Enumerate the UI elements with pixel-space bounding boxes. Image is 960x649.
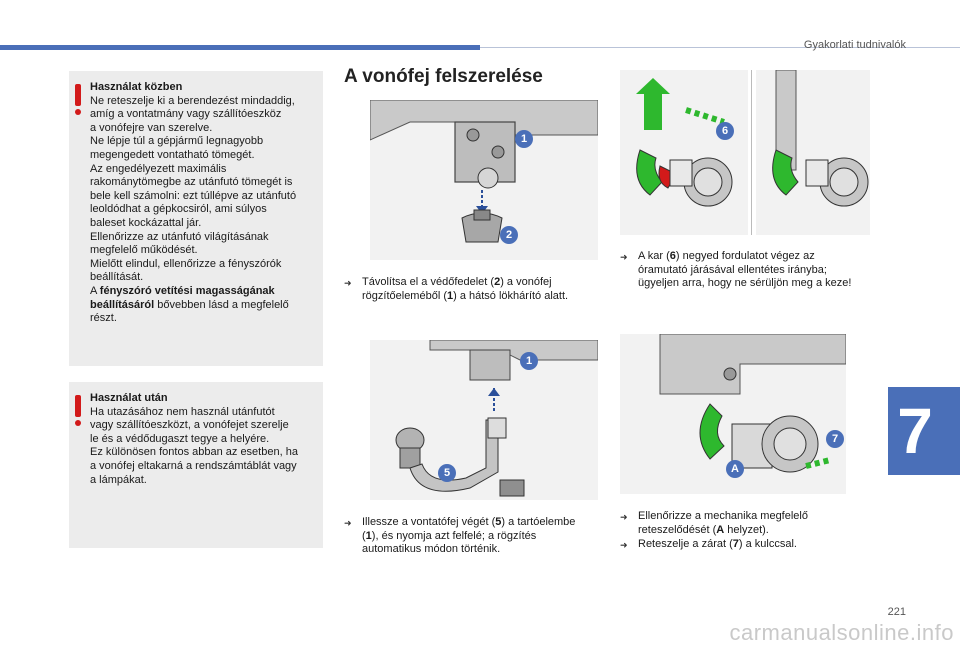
instruction-step-5: ➜ Reteszelje a zárat (7) a kulccsal. bbox=[620, 538, 880, 552]
warning-bold-text: fényszóró vetítési magasságának bbox=[99, 284, 275, 297]
warning-exclamation-icon bbox=[75, 84, 81, 115]
warning-box-after-use: Használat után Ha utazásához nem használ… bbox=[69, 382, 323, 548]
instruction-step-1: ➜ Távolítsa el a védőfedelet (2) a vonóf… bbox=[344, 276, 594, 303]
warning-line: a lámpákat. bbox=[90, 473, 147, 486]
watermark: carmanualsonline.info bbox=[729, 620, 954, 645]
step-text: ( bbox=[362, 529, 366, 542]
step-arrow-icon: ➜ bbox=[344, 518, 352, 528]
step-arrow-icon: ➜ bbox=[620, 540, 628, 550]
instruction-step-2: ➜ Illessze a vontatófej végét (5) a tart… bbox=[344, 516, 604, 557]
figure-remove-cover: 1 2 bbox=[370, 100, 598, 260]
figure-lever-before: 6 bbox=[620, 70, 748, 235]
instruction-step-4: ➜ Ellenőrizze a mechanika megfelelő rete… bbox=[620, 510, 880, 537]
step-text: reteszelődését ( bbox=[638, 523, 717, 536]
step-text: ) a hátsó lökhárító alatt. bbox=[453, 289, 569, 302]
step-text: ) a tartóelembe bbox=[501, 516, 576, 528]
section-title: Gyakorlati tudnivalók bbox=[803, 39, 906, 51]
step-text: helyzet). bbox=[724, 523, 769, 536]
tow-ball-illustration bbox=[370, 340, 598, 500]
warning-line: leoldódhat a gépkocsiról, ami súlyos bbox=[90, 203, 267, 216]
warning-line: A bbox=[90, 284, 100, 297]
top-divider bbox=[480, 47, 960, 48]
step-ref: 2 bbox=[494, 276, 501, 288]
warning-line: Ne lépje túl a gépjármű legnagyobb bbox=[90, 135, 264, 148]
step-ref: 6 bbox=[669, 250, 676, 262]
callout-6: 6 bbox=[716, 122, 734, 140]
warning-line: megengedett vontatható tömegét. bbox=[90, 148, 255, 161]
warning-line: baleset kockázattal jár. bbox=[90, 216, 202, 229]
step-ref: A bbox=[716, 523, 725, 536]
warning-title: Használat után bbox=[90, 392, 168, 404]
step-text: ) a kulccsal. bbox=[738, 538, 797, 550]
step-text: Távolítsa el a védőfedelet ( bbox=[362, 276, 495, 288]
warning-line: amíg a vontatmány vagy szállítóeszköz bbox=[90, 108, 282, 121]
warning-text: Használat közben Ne reteszelje ki a bere… bbox=[90, 81, 316, 326]
warning-line: Ellenőrizze az utánfutó világításának bbox=[90, 230, 269, 243]
callout-5: 5 bbox=[438, 464, 456, 482]
step-arrow-icon: ➜ bbox=[620, 252, 628, 262]
chapter-number: 7 bbox=[897, 395, 933, 467]
step-text: Reteszelje a zárat ( bbox=[638, 538, 733, 550]
warning-line: Mielőtt elindul, ellenőrizze a fényszóró… bbox=[90, 257, 282, 270]
step-text: ), és nyomja azt felfelé; a rögzítés bbox=[371, 529, 537, 542]
figure-lock-key: 7 A bbox=[620, 334, 846, 494]
warning-box-during-use: Használat közben Ne reteszelje ki a bere… bbox=[69, 71, 323, 366]
lever-after-illustration bbox=[756, 70, 870, 235]
callout-1: 1 bbox=[515, 130, 533, 148]
step-arrow-icon: ➜ bbox=[344, 278, 352, 288]
top-accent-bar bbox=[0, 45, 480, 50]
callout-2: 2 bbox=[500, 226, 518, 244]
warning-bold-text: beállításáról bbox=[90, 298, 155, 311]
figure-insert-tow-ball: 1 5 bbox=[370, 340, 598, 500]
callout-1: 1 bbox=[520, 352, 538, 370]
chapter-tab bbox=[888, 387, 960, 475]
step-text: rögzítőeleméből ( bbox=[362, 289, 447, 302]
step-text: ) negyed fordulatot végez az bbox=[675, 250, 815, 262]
warning-line: rakománytömegbe az utánfutó tömegét is bbox=[90, 176, 293, 189]
figure-lever-after bbox=[756, 70, 870, 235]
warning-title: Használat közben bbox=[90, 81, 183, 93]
warning-line: bele kell számolni: ezt túllépve az után… bbox=[90, 189, 297, 202]
warning-line: megfelelő működését. bbox=[90, 244, 198, 257]
step-arrow-icon: ➜ bbox=[620, 512, 628, 522]
step-text: ) a vonófej bbox=[500, 276, 552, 288]
lever-before-illustration bbox=[620, 70, 748, 235]
step-text: A kar ( bbox=[638, 250, 670, 262]
step-ref: 5 bbox=[495, 516, 502, 528]
instruction-step-3: ➜ A kar (6) negyed fordulatot végez az ó… bbox=[620, 250, 880, 291]
tow-bracket-illustration bbox=[370, 100, 598, 260]
warning-line: beállítását. bbox=[90, 271, 144, 284]
warning-line: a vonófejre van szerelve. bbox=[90, 121, 213, 134]
page-number: 221 bbox=[887, 606, 906, 618]
step-text: ügyeljen arra, hogy ne sérüljön meg a ke… bbox=[638, 277, 852, 290]
warning-line: Ne reteszelje ki a berendezést mindaddig… bbox=[90, 94, 295, 107]
step-text: Ellenőrizze a mechanika megfelelő bbox=[638, 510, 808, 522]
step-ref: 1 bbox=[447, 289, 454, 302]
warning-line: Ha utazásához nem használ utánfutót bbox=[90, 405, 275, 418]
warning-line: a vonófej eltakarná a rendszámtáblát vag… bbox=[90, 459, 297, 472]
warning-line: bővebben lásd a megfelelő bbox=[154, 298, 289, 311]
callout-A: A bbox=[726, 460, 744, 478]
step-ref: 7 bbox=[732, 538, 739, 550]
warning-line: Az engedélyezett maximális bbox=[90, 162, 227, 175]
step-text: óramutató járásával ellentétes irányba; bbox=[638, 263, 827, 276]
step-text: Illessze a vontatófej végét ( bbox=[362, 516, 496, 528]
warning-line: részt. bbox=[90, 312, 117, 325]
figure-divider bbox=[751, 70, 752, 235]
step-text: automatikus módon történik. bbox=[362, 543, 501, 556]
warning-line: vagy szállítóeszközt, a vonófejet szerel… bbox=[90, 419, 289, 432]
warning-line: Ez különösen fontos abban az esetben, ha bbox=[90, 446, 298, 459]
warning-text: Használat után Ha utazásához nem használ… bbox=[90, 392, 316, 487]
warning-line: le és a védődugaszt tegye a helyére. bbox=[90, 432, 270, 445]
main-title: A vonófej felszerelése bbox=[344, 66, 543, 87]
warning-exclamation-icon bbox=[75, 395, 81, 426]
step-ref: 1 bbox=[365, 529, 372, 542]
callout-7: 7 bbox=[826, 430, 844, 448]
